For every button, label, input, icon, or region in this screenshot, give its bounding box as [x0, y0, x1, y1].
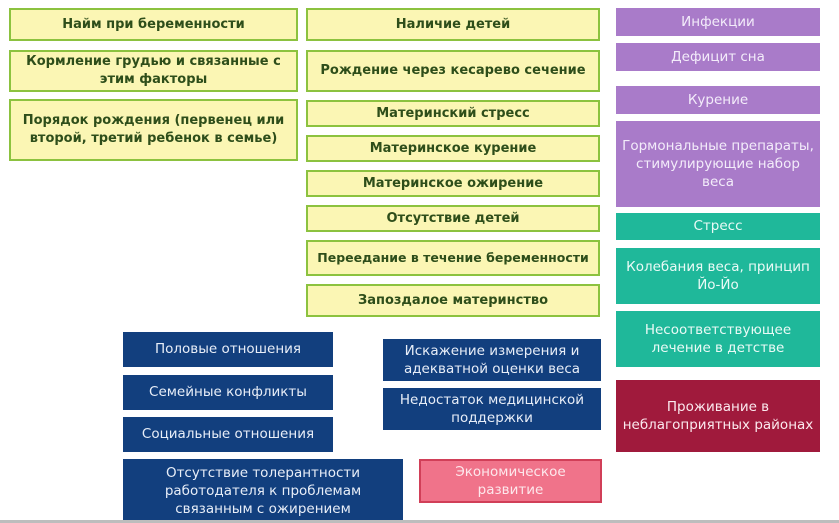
factor-box-weight-assessment: Искажение измерения и адекватной оценки …: [383, 339, 601, 381]
factor-label: Искажение измерения и адекватной оценки …: [403, 342, 581, 377]
factor-label: Отсутствие толерантности работодателя к …: [164, 464, 362, 518]
factor-box-breastfeeding: Кормление грудью и связанные с этим факт…: [9, 50, 298, 92]
factor-label: Семейные конфликты: [149, 384, 307, 401]
factor-label: Колебания веса, принцип Йо-Йо: [626, 258, 810, 293]
factor-label: Наличие детей: [395, 16, 511, 32]
factor-label: Проживание в неблагоприятных районах: [622, 398, 814, 433]
factor-box-unfavorable-areas: Проживание в неблагоприятных районах: [616, 380, 820, 452]
factor-box-employer-intolerance: Отсутствие толерантности работодателя к …: [123, 459, 403, 523]
factor-label: Дефицит сна: [671, 48, 765, 65]
factor-box-economic-development: Экономическое развитие: [419, 459, 602, 503]
factor-label: Экономическое развитие: [455, 463, 566, 498]
factor-label: Кормление грудью и связанные с этим факт…: [26, 54, 281, 87]
factor-label: Несоответствующее лечение в детстве: [644, 321, 792, 356]
factor-label: Порядок рождения (первенец или второй, т…: [22, 113, 285, 146]
factor-label: Инфекции: [681, 13, 755, 30]
factor-box-overeating-pregnancy: Переедание в течение беременности: [306, 240, 600, 276]
factor-label: Материнское ожирение: [362, 175, 544, 191]
bottom-divider: [0, 520, 839, 523]
factor-box-hormonal-drugs: Гормональные препараты, стимулирующие на…: [616, 121, 820, 207]
factor-box-birth-order: Порядок рождения (первенец или второй, т…: [9, 99, 298, 161]
factor-box-childhood-treatment: Несоответствующее лечение в детстве: [616, 311, 820, 367]
factor-label: Стресс: [693, 218, 743, 235]
factor-label: Половые отношения: [154, 341, 302, 358]
factor-box-maternal-stress: Материнский стресс: [306, 100, 600, 127]
factor-box-no-children: Отсутствие детей: [306, 205, 600, 232]
factor-label: Социальные отношения: [141, 426, 315, 443]
factor-box-stress: Стресс: [616, 213, 820, 240]
factor-label: Найм при беременности: [62, 16, 245, 32]
factor-box-infections: Инфекции: [616, 8, 820, 36]
factor-box-sexual-relations: Половые отношения: [123, 332, 333, 367]
factor-label: Недостаток медицинской поддержки: [399, 391, 585, 426]
factor-label: Рождение через кесарево сечение: [320, 63, 586, 79]
factor-box-medical-support: Недостаток медицинской поддержки: [383, 388, 601, 430]
factor-label: Материнское курение: [369, 140, 537, 156]
factor-box-social-relations: Социальные отношения: [123, 417, 333, 452]
factor-box-hiring-pregnancy: Найм при беременности: [9, 8, 298, 41]
factor-label: Запоздалое материнство: [357, 292, 549, 308]
factor-box-smoking: Курение: [616, 86, 820, 114]
factor-label: Курение: [687, 91, 749, 108]
factor-label: Гормональные препараты, стимулирующие на…: [622, 137, 814, 191]
factor-box-sleep-deficit: Дефицит сна: [616, 43, 820, 71]
factor-label: Материнский стресс: [376, 105, 530, 121]
factor-box-maternal-obesity: Материнское ожирение: [306, 170, 600, 197]
factor-box-family-conflicts: Семейные конфликты: [123, 375, 333, 410]
factor-box-yo-yo: Колебания веса, принцип Йо-Йо: [616, 248, 820, 304]
factor-label: Переедание в течение беременности: [317, 250, 589, 266]
factor-box-having-children: Наличие детей: [306, 8, 600, 41]
factor-box-late-motherhood: Запоздалое материнство: [306, 284, 600, 317]
factor-box-cesarean: Рождение через кесарево сечение: [306, 50, 600, 92]
factor-label: Отсутствие детей: [386, 210, 520, 226]
factor-box-maternal-smoking: Материнское курение: [306, 135, 600, 162]
